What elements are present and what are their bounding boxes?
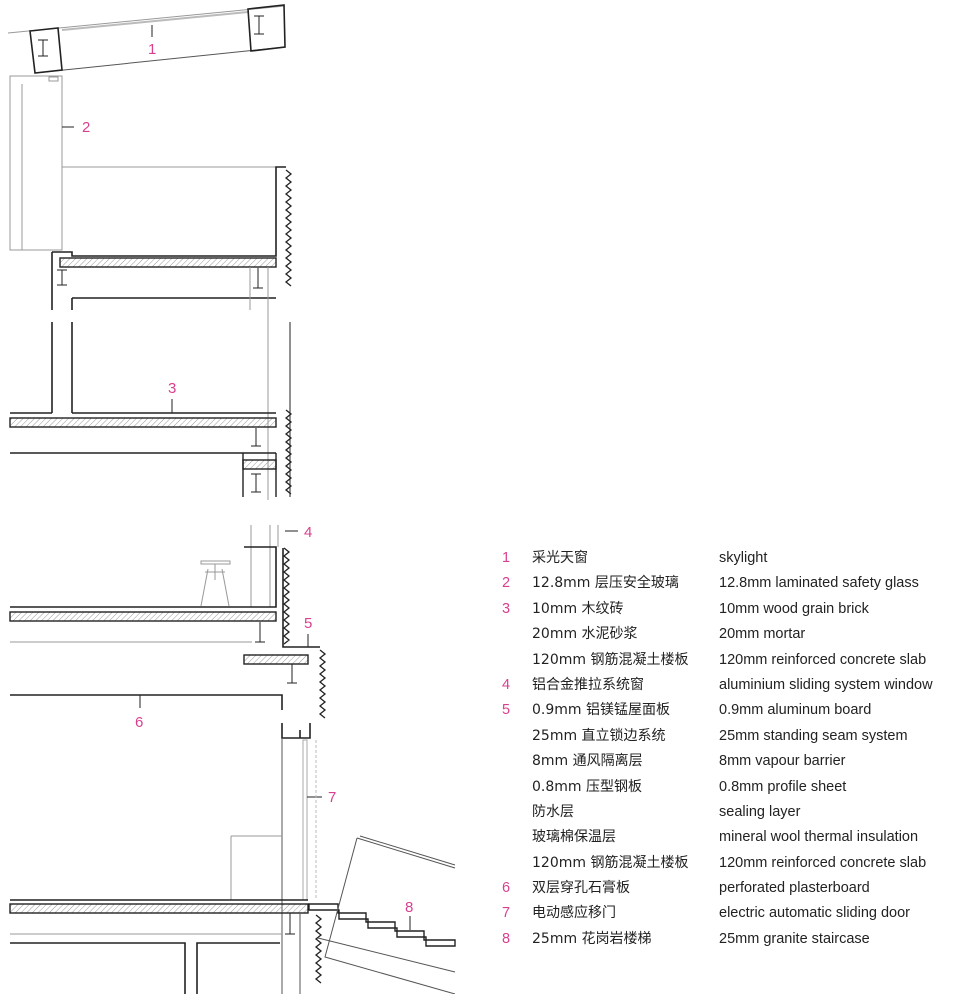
legend-item: 6 双层穿孔石膏板 perforated plasterboard xyxy=(500,878,960,903)
callout-2: 2 xyxy=(82,119,90,136)
legend-item: 1 采光天窗 skylight xyxy=(500,548,960,573)
legend: 1 采光天窗 skylight 2 12.8mm 层压安全玻璃 12.8mm lamina… xyxy=(500,548,960,954)
legend-item: 3 10mm 木纹砖 10mm wood grain brick xyxy=(500,599,960,624)
legend-english-label: 10mm wood grain brick xyxy=(719,600,869,617)
legend-number: 7 xyxy=(502,905,511,922)
legend-chinese-label: 采光天窗 xyxy=(532,550,588,566)
legend-english-label: perforated plasterboard xyxy=(719,880,870,897)
legend-chinese-label: 120mm 钢筋混凝土楼板 xyxy=(532,651,689,668)
stool-icon xyxy=(200,560,231,607)
legend-item: 2 12.8mm 层压安全玻璃 12.8mm laminated safety gl… xyxy=(500,573,960,598)
legend-number: 2 xyxy=(502,575,511,592)
legend-english-label: 120mm reinforced concrete slab xyxy=(719,854,927,871)
legend-item: 120mm 钢筋混凝土楼板 120mm reinforced concrete s… xyxy=(500,650,960,675)
callout-1: 1 xyxy=(148,41,156,58)
legend-english-label: 25mm standing seam system xyxy=(719,727,908,744)
legend-number: 5 xyxy=(502,702,511,719)
legend-item: 8mm 通风隔离层 8mm vapour barrier xyxy=(500,751,960,776)
legend-english-label: 8mm vapour barrier xyxy=(719,753,846,770)
legend-english-label: mineral wool thermal insulation xyxy=(719,829,919,846)
skylight xyxy=(7,4,286,74)
legend-chinese-label: 双层穿孔石膏板 xyxy=(532,880,630,897)
legend-chinese-label: 12.8mm 层压安全玻璃 xyxy=(532,575,679,592)
legend-chinese-label: 玻璃棉保温层 xyxy=(532,829,616,846)
legend-item: 4 铝合金推拉系统窗 aluminium sliding system window xyxy=(500,675,960,700)
legend-item: 玻璃棉保温层 mineral wool thermal insulation xyxy=(500,827,960,852)
staircase xyxy=(308,835,456,994)
legend-chinese-label: 25mm 花岗岩楼梯 xyxy=(532,930,652,947)
glass-panel xyxy=(9,75,74,251)
legend-english-label: skylight xyxy=(719,550,768,566)
callouts: 1 2 3 4 5 6 7 8 xyxy=(82,41,413,916)
legend-item: 8 25mm 花岗岩楼梯 25mm granite staircase xyxy=(500,929,960,954)
legend-english-label: 25mm granite staircase xyxy=(719,930,870,947)
callout-5: 5 xyxy=(304,615,312,632)
legend-english-label: 120mm reinforced concrete slab xyxy=(719,651,927,668)
legend-item: 防水层 sealing layer xyxy=(500,802,960,827)
legend-english-label: electric automatic sliding door xyxy=(719,905,911,922)
legend-item: 0.8mm 压型钢板 0.8mm profile sheet xyxy=(500,777,960,802)
legend-english-label: 0.9mm aluminum board xyxy=(719,702,872,719)
legend-chinese-label: 8mm 通风隔离层 xyxy=(532,753,643,770)
legend-chinese-label: 铝合金推拉系统窗 xyxy=(532,676,644,693)
legend-chinese-label: 防水层 xyxy=(532,803,574,820)
callout-6: 6 xyxy=(135,714,143,731)
legend-item: 5 0.9mm 铝镁锰屋面板 0.9mm aluminum board xyxy=(500,700,960,725)
legend-number: 6 xyxy=(502,880,511,897)
legend-number: 8 xyxy=(502,930,511,947)
legend-chinese-label: 电动感应移门 xyxy=(532,905,616,922)
legend-chinese-label: 120mm 钢筋混凝土楼板 xyxy=(532,854,689,871)
legend-item: 25mm 直立锁边系统 25mm standing seam system xyxy=(500,726,960,751)
legend-english-label: 0.8mm profile sheet xyxy=(719,778,847,795)
legend-english-label: sealing layer xyxy=(719,803,801,820)
callout-3: 3 xyxy=(168,380,176,397)
callout-7: 7 xyxy=(328,789,336,806)
callout-8: 8 xyxy=(405,899,413,916)
legend-english-label: aluminium sliding system window xyxy=(719,676,933,693)
legend-english-label: 20mm mortar xyxy=(719,626,806,643)
callout-4: 4 xyxy=(304,524,312,541)
legend-item: 7 电动感应移门 electric automatic sliding door xyxy=(500,903,960,928)
legend-chinese-label: 0.9mm 铝镁锰屋面板 xyxy=(532,702,670,719)
legend-item: 120mm 钢筋混凝土楼板 120mm reinforced concrete s… xyxy=(500,853,960,878)
legend-english-label: 12.8mm laminated safety glass xyxy=(719,575,919,592)
legend-chinese-label: 20mm 水泥砂浆 xyxy=(532,626,638,643)
legend-chinese-label: 0.8mm 压型钢板 xyxy=(532,778,642,795)
legend-number: 1 xyxy=(502,550,511,566)
legend-item: 20mm 水泥砂浆 20mm mortar xyxy=(500,624,960,649)
legend-number: 4 xyxy=(502,676,511,693)
legend-chinese-label: 10mm 木纹砖 xyxy=(532,600,624,617)
legend-number: 3 xyxy=(502,600,511,617)
legend-chinese-label: 25mm 直立锁边系统 xyxy=(532,727,666,744)
